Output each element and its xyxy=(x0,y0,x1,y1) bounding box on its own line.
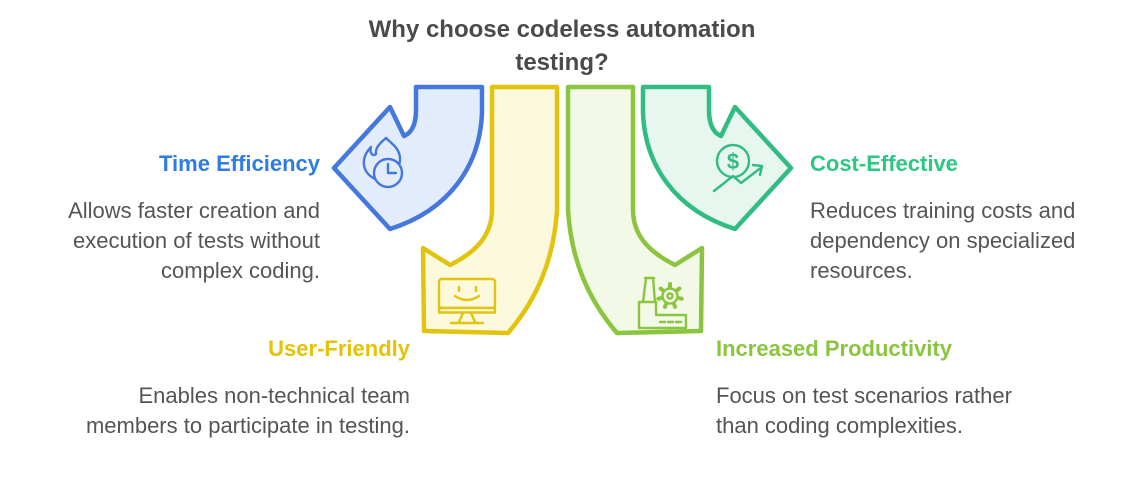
dollar-growth-icon: $ xyxy=(712,143,764,193)
benefit-description: Focus on test scenarios rather than codi… xyxy=(716,383,1012,438)
svg-text:$: $ xyxy=(727,149,739,174)
benefit-description: Reduces training costs and dependency on… xyxy=(810,198,1076,283)
benefit-description: Allows faster creation and execution of … xyxy=(68,198,320,283)
time-efficiency-arrow xyxy=(331,84,485,232)
factory-gear-icon xyxy=(637,276,688,330)
benefit-user-friendly: User-Friendly Enables non-technical team… xyxy=(80,335,410,441)
benefit-cost-effective: Cost-Effective Reduces training costs an… xyxy=(810,150,1140,286)
benefit-label: User-Friendly xyxy=(268,336,410,361)
benefit-label: Cost-Effective xyxy=(810,151,958,176)
benefit-increased-productivity: Increased Productivity Focus on test sce… xyxy=(716,335,1016,441)
flame-clock-icon xyxy=(362,136,404,189)
user-friendly-arrow xyxy=(420,84,560,336)
increased-productivity-arrow xyxy=(565,84,705,336)
benefit-description: Enables non-technical team members to pa… xyxy=(85,383,410,438)
benefit-label: Time Efficiency xyxy=(159,151,320,176)
page-title: Why choose codeless automation testing? xyxy=(368,16,756,76)
smiley-monitor-icon xyxy=(437,277,497,325)
benefit-label: Increased Productivity xyxy=(716,336,952,361)
benefit-time-efficiency: Time Efficiency Allows faster creation a… xyxy=(0,150,320,286)
